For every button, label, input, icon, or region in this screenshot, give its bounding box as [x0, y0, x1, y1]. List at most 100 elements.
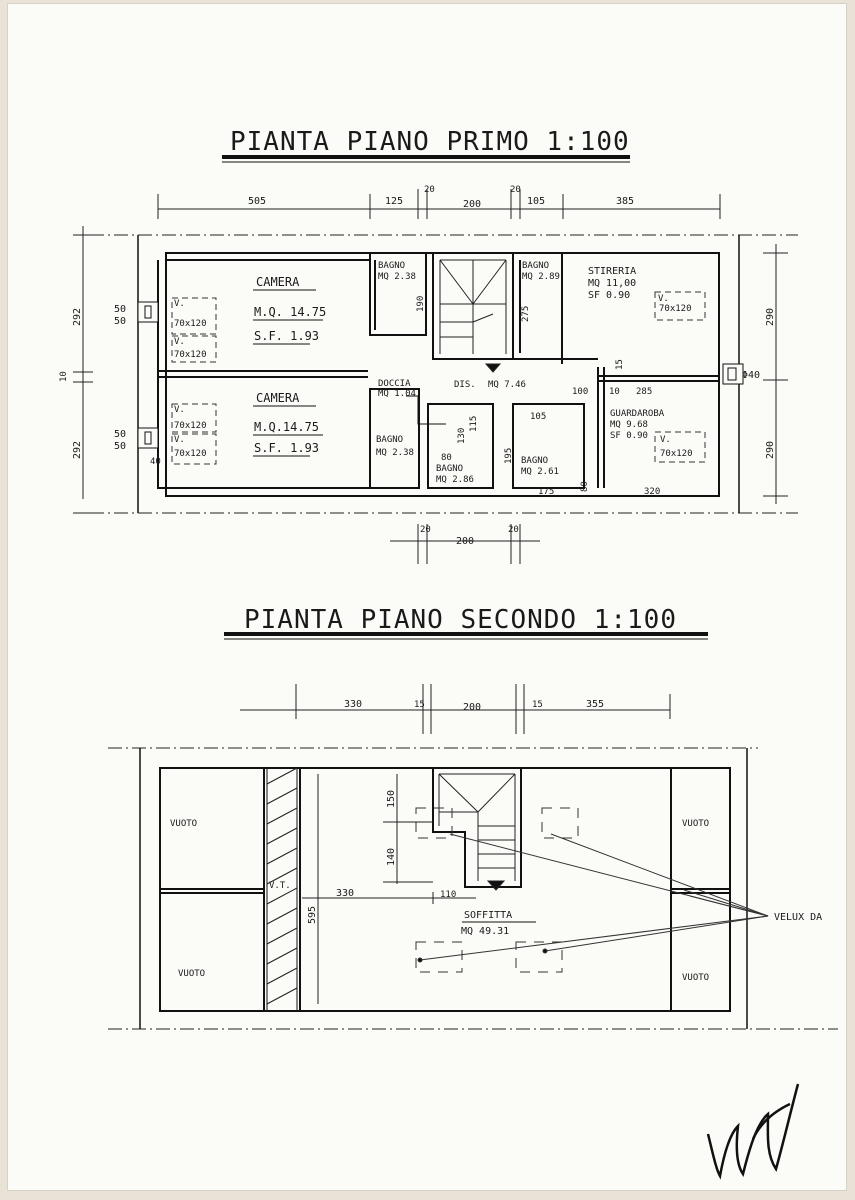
first-floor-top-dimensions: [157, 189, 721, 219]
second-floor-walls: [159, 767, 731, 1012]
dim-left-292a: 292: [72, 308, 83, 326]
s-inner-140: 140: [386, 848, 397, 866]
window-label-6: 70x120: [660, 449, 693, 459]
inner-dim-195: 195: [504, 448, 514, 464]
stair-first-floor: [439, 259, 507, 373]
dim-20a: 20: [424, 185, 435, 195]
floor-plans: PIANTA PIANO PRIMO 1:100 505 125 20 200 …: [59, 127, 838, 1180]
inner-dim-80a: 80: [441, 453, 452, 463]
stair-second-floor: [438, 773, 516, 891]
left-windows: [137, 301, 744, 449]
dim-105: 105: [527, 196, 545, 207]
vuoto-bottom-right: VUOTO: [682, 973, 709, 983]
inner-dim-80b: 80: [580, 481, 590, 492]
window-mark-6: V.: [660, 435, 671, 445]
window-symbols: [171, 291, 706, 465]
bagno-1-name: BAGNO: [378, 261, 405, 271]
window-label-3: 70x120: [174, 421, 207, 431]
camera-1-sf: S.F. 1.93: [254, 329, 319, 343]
s-inner-150: 150: [386, 790, 397, 808]
guardaroba-sf: SF 0.90: [610, 431, 648, 441]
axis-lines-second: [108, 747, 838, 1030]
window-label-5: 70x120: [659, 304, 692, 314]
first-floor-right-dimensions: [763, 244, 788, 504]
bagno-1-mq: MQ 2.38: [378, 272, 416, 282]
win-dim-50a: 50: [114, 304, 126, 315]
velux-markers: [415, 807, 579, 973]
window-mark-2: V.: [174, 337, 185, 347]
title-first-floor: PIANTA PIANO PRIMO 1:100: [230, 127, 630, 157]
first-floor-left-dimensions: [73, 226, 93, 514]
bagno-4-mq: MQ 2.86: [436, 475, 474, 485]
bagno-2-dim: 275: [521, 306, 531, 322]
inner-dim-40: 40: [150, 457, 161, 467]
drawing-sheet: PIANTA PIANO PRIMO 1:100 505 125 20 200 …: [8, 4, 846, 1190]
doccia-name: DOCCIA: [378, 379, 411, 389]
dim-left-10: 10: [59, 371, 69, 382]
dim-125: 125: [385, 196, 403, 207]
velux-label: VELUX DA: [774, 912, 822, 923]
window-label-2: 70x120: [174, 350, 207, 360]
signature: [706, 1083, 800, 1180]
camera-2-sf: S.F. 1.93: [254, 441, 319, 455]
second-floor-top-dimensions: [240, 684, 671, 734]
stireria-name: STIRERIA: [588, 266, 636, 277]
bagno-4-name: BAGNO: [436, 464, 463, 474]
dim-385: 385: [616, 196, 634, 207]
inner-dim-175: 175: [538, 487, 554, 497]
bottom-dim-20b: 20: [508, 525, 519, 535]
velux-leader-lines: [417, 833, 769, 963]
s-inner-110: 110: [440, 890, 456, 900]
title-second-floor: PIANTA PIANO SECONDO 1:100: [244, 605, 677, 635]
window-mark-1: V.: [174, 299, 185, 309]
vuoto-top-left: VUOTO: [170, 819, 197, 829]
s-dim-330: 330: [344, 699, 362, 710]
inner-dim-100: 100: [572, 387, 588, 397]
window-mark-4: V.: [174, 435, 185, 445]
s-dim-200: 200: [463, 702, 481, 713]
stireria-mq: MQ 11,00: [588, 278, 636, 289]
bagno-3-name: BAGNO: [376, 435, 403, 445]
inner-dim-10: 10: [609, 387, 620, 397]
bagno-5-name: BAGNO: [521, 456, 548, 466]
pipe-label: Φ40: [742, 370, 760, 381]
stireria-sf: SF 0.90: [588, 290, 630, 301]
doccia-mq: MQ 1.04: [378, 389, 416, 399]
dim-left-292b: 292: [72, 441, 83, 459]
bottom-dim-200: 200: [456, 536, 474, 547]
inner-dim-320: 320: [644, 487, 660, 497]
s-dim-15a: 15: [414, 700, 425, 710]
s-inner-595: 595: [307, 906, 318, 924]
s-dim-355: 355: [586, 699, 604, 710]
inner-dim-15: 15: [615, 359, 625, 370]
soffitta-mq: MQ 49.31: [461, 926, 509, 937]
win-dim-50d: 50: [114, 441, 126, 452]
vt-hatched-column: [266, 767, 298, 1012]
dim-right-290a: 290: [765, 308, 776, 326]
bottom-dim-20a: 20: [420, 525, 431, 535]
axis-lines-first: [90, 234, 798, 514]
bagno-5-mq: MQ 2.61: [521, 467, 559, 477]
guardaroba-mq: MQ 9.68: [610, 420, 648, 430]
vuoto-top-right: VUOTO: [682, 819, 709, 829]
window-mark-3: V.: [174, 405, 185, 415]
inner-dim-115: 115: [469, 416, 479, 432]
outer-axis-second: [139, 748, 748, 1029]
dim-20b: 20: [510, 185, 521, 195]
bagno-3-mq: MQ 2.38: [376, 448, 414, 458]
soffitta-name: SOFFITTA: [464, 910, 512, 921]
window-mark-5: V.: [658, 294, 669, 304]
bagno-2-mq: MQ 2.89: [522, 272, 560, 282]
window-label-1: 70x120: [174, 319, 207, 329]
second-floor-inner-dimensions: [302, 774, 476, 1004]
camera-2-name: CAMERA: [256, 391, 300, 405]
camera-1-name: CAMERA: [256, 275, 300, 289]
guardaroba-name: GUARDAROBA: [610, 409, 665, 419]
dim-505: 505: [248, 196, 266, 207]
bagno-1-dim: 190: [416, 296, 426, 312]
bagno-2-name: BAGNO: [522, 261, 549, 271]
dis-mq: MQ 7.46: [488, 380, 526, 390]
vuoto-bottom-left: VUOTO: [178, 969, 205, 979]
window-label-4: 70x120: [174, 449, 207, 459]
win-dim-50b: 50: [114, 316, 126, 327]
